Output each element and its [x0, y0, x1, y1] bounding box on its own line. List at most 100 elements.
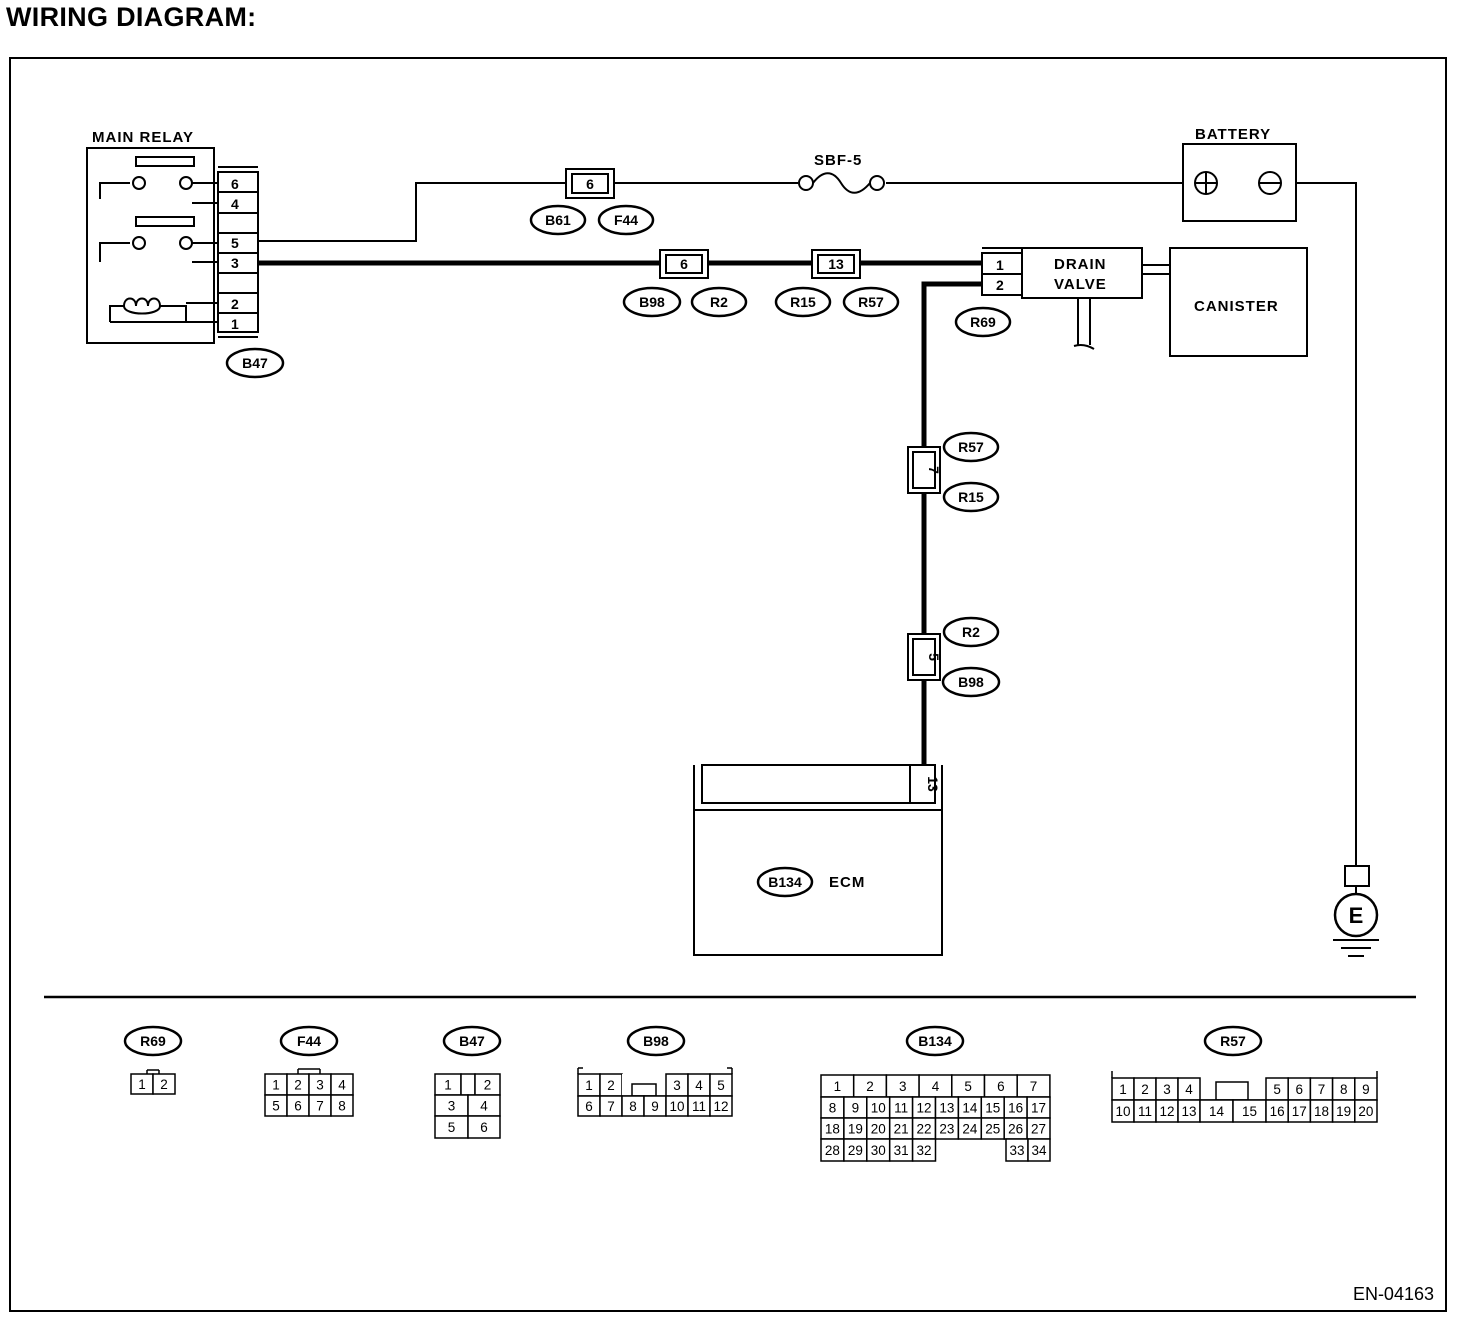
- ecm: 13 B134 ECM: [693, 764, 943, 956]
- face-tag-r69: [123, 1025, 183, 1057]
- face-tag-f44: [279, 1025, 339, 1057]
- pin-label-b134: 20: [871, 1122, 886, 1137]
- pin-label-b134: 7: [1030, 1079, 1038, 1094]
- connector-tag-b61: B61: [529, 204, 587, 236]
- face-tag-label-r69: R69: [140, 1033, 166, 1049]
- drain-valve-pin-1: 1: [996, 257, 1004, 273]
- drain-valve-label-1: DRAIN: [1054, 256, 1107, 273]
- pin-label-r57: 6: [1296, 1082, 1304, 1097]
- connector-tag-b134: B134: [768, 874, 802, 890]
- pin-label-b98: 7: [607, 1099, 615, 1114]
- pin-cell-b47: [467, 1115, 501, 1139]
- drain-valve: 1 2 DRAIN VALVE: [981, 247, 1170, 350]
- pin-label-f44: 5: [272, 1099, 280, 1114]
- pin-label-b134: 27: [1031, 1122, 1046, 1137]
- pin-label-b134: 5: [964, 1079, 972, 1094]
- pin-label-r57: 18: [1314, 1104, 1329, 1119]
- svg-text:F44: F44: [614, 212, 638, 228]
- pin-label-b134: 9: [852, 1101, 860, 1116]
- pin-label-b134: 18: [825, 1122, 840, 1137]
- ecm-label: ECM: [829, 874, 865, 891]
- pin-label-b98: 9: [651, 1099, 659, 1114]
- relay-pin-4: 4: [231, 196, 239, 212]
- connector-tag-r2-vertical: R2: [942, 616, 1000, 648]
- svg-text:R57: R57: [858, 294, 884, 310]
- face-tag-label-b98: B98: [643, 1033, 669, 1049]
- pin-label-b98: 10: [669, 1099, 684, 1114]
- pin-label-b134: 31: [894, 1143, 909, 1158]
- pin-label-r57: 3: [1163, 1082, 1171, 1097]
- drain-valve-label-2: VALVE: [1054, 276, 1107, 293]
- ecm-pin-13: 13: [925, 776, 941, 792]
- pin-cell-f44: [330, 1094, 354, 1117]
- pin-label-b134: 29: [848, 1143, 863, 1158]
- pin-label-b134: 2: [866, 1079, 874, 1094]
- pin-label-r57: 19: [1336, 1104, 1351, 1119]
- pin-label-b134: 32: [917, 1143, 932, 1158]
- relay-terminal-strip: 6 4 5 3 2 1: [217, 166, 259, 338]
- connector-tag-r2-upper: R2: [690, 286, 748, 318]
- pin-label-b134: 8: [829, 1101, 837, 1116]
- connector-tag-b98-upper: B98: [622, 286, 682, 318]
- pin-label-r57: 2: [1141, 1082, 1149, 1097]
- pin-label-b134: 16: [1008, 1101, 1023, 1116]
- connector-tag-b98-vertical: B98: [941, 666, 1001, 698]
- pin-label-b47: 4: [480, 1099, 488, 1114]
- fuse-label: SBF-5: [814, 152, 862, 169]
- ground-label: E: [1349, 903, 1364, 928]
- pin-label-r69: 1: [138, 1077, 146, 1092]
- relay-pin-2: 2: [231, 296, 239, 312]
- pin-cell-r69: [152, 1073, 176, 1095]
- main-relay-label: MAIN RELAY: [92, 129, 194, 146]
- pin-label-b98: 2: [607, 1078, 615, 1093]
- svg-text:R2: R2: [962, 624, 980, 640]
- connector-tag-r57-upper: R57: [842, 286, 900, 318]
- pin-label-r57: 1: [1119, 1082, 1127, 1097]
- document-code: EN-04163: [1352, 1284, 1434, 1304]
- face-tag-label-b134: B134: [918, 1033, 952, 1049]
- pin-label-b98: 12: [713, 1099, 728, 1114]
- battery: BATTERY: [1182, 126, 1297, 222]
- canister: CANISTER: [1169, 247, 1308, 357]
- pin-label-b98: 4: [695, 1078, 703, 1093]
- pin-label-b134: 15: [985, 1101, 1000, 1116]
- face-tag-r57: [1203, 1025, 1263, 1057]
- pin-label-b134: 14: [962, 1101, 978, 1116]
- pin-cell-r57: [1354, 1099, 1378, 1123]
- svg-text:R57: R57: [958, 439, 984, 455]
- pin-label-f44: 2: [294, 1078, 302, 1093]
- pin-label-b134: 28: [825, 1143, 840, 1158]
- pin-label-f44: 3: [316, 1078, 324, 1093]
- pin-label-b134: 24: [962, 1122, 978, 1137]
- svg-text:B61: B61: [545, 212, 571, 228]
- pin-label-b134: 25: [985, 1122, 1000, 1137]
- connector-tag-r69: R69: [954, 306, 1012, 338]
- pin-label-b134: 13: [939, 1101, 954, 1116]
- pin-label-r57: 20: [1358, 1104, 1373, 1119]
- relay-pin-6: 6: [231, 176, 239, 192]
- pin-label-r57: 7: [1318, 1082, 1326, 1097]
- pin-label-b134: 3: [899, 1079, 907, 1094]
- pin-label-b47: 1: [444, 1078, 452, 1093]
- pin-label-b134: 30: [871, 1143, 886, 1158]
- pin-label-b98: 3: [673, 1078, 681, 1093]
- main-relay: MAIN RELAY: [86, 129, 218, 344]
- pin-cell-b134: [1027, 1138, 1051, 1162]
- ground-icon: E: [1333, 865, 1379, 957]
- pin-label-b98: 8: [629, 1099, 637, 1114]
- pin-label-b134: 10: [871, 1101, 886, 1116]
- pin-label-b134: 4: [932, 1079, 940, 1094]
- pin-label-b134: 26: [1008, 1122, 1023, 1137]
- svg-text:B98: B98: [958, 674, 984, 690]
- pin-label-r57: 15: [1242, 1104, 1257, 1119]
- inline-connector-b61-f44: 6: [565, 168, 615, 199]
- pin-label-r57: 8: [1340, 1082, 1348, 1097]
- pin-label-r57: 10: [1115, 1104, 1130, 1119]
- svg-text:R69: R69: [970, 314, 996, 330]
- face-tag-label-f44: F44: [297, 1033, 321, 1049]
- pin-cell-b47: [460, 1073, 476, 1096]
- pin-label-r57: 9: [1362, 1082, 1370, 1097]
- svg-text:R15: R15: [958, 489, 984, 505]
